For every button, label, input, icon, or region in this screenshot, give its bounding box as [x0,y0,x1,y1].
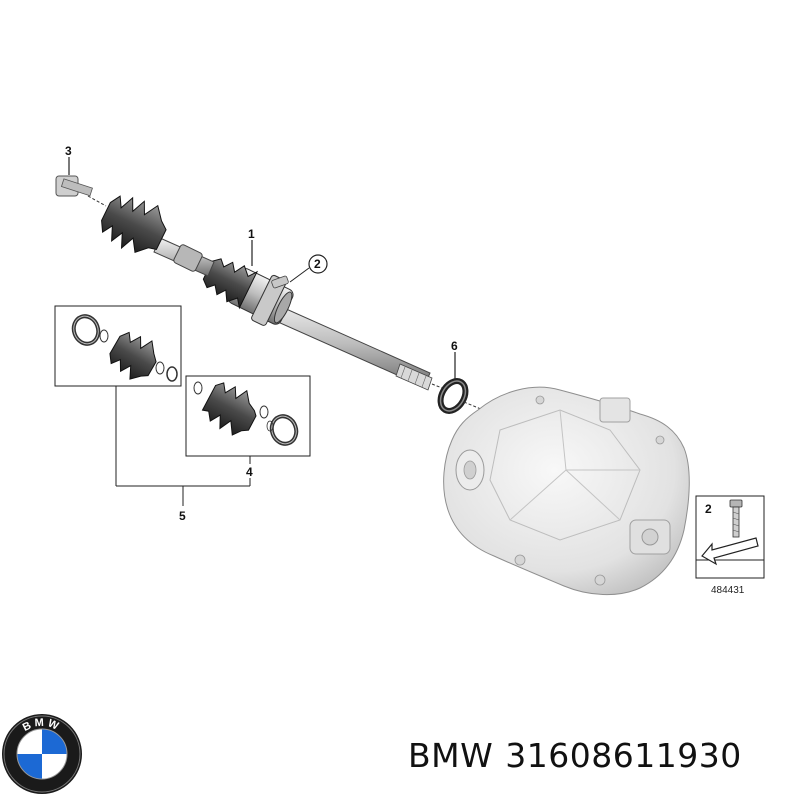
callout-2: 2 [314,257,321,271]
repair-kit-inset-outer [54,305,182,387]
callout-5: 5 [179,509,186,523]
callout-1: 1 [248,227,255,241]
seal-ring-part-6 [437,352,489,414]
repair-kit-inset-inner [185,375,311,457]
svg-text:BMW: BMW [21,717,63,734]
bmw-logo: BMW [2,714,82,794]
brand-name: BMW [408,736,494,775]
part-number: 31608611930 [505,736,742,775]
callout-6: 6 [451,339,458,353]
bolt-part-2-callout [271,254,328,289]
reference-number: 484431 [711,585,745,596]
transmission-housing [443,386,690,596]
inset-callout-2: 2 [705,502,712,516]
bmw-logo-lettering: BMW [21,717,60,734]
callout-4: 4 [246,465,253,479]
arrow-icon [701,537,759,566]
bracket-part-5 [115,386,251,506]
callout-3: 3 [65,144,72,158]
bolt-part-3 [55,157,107,207]
part-caption: BMW 31608611930 [408,736,754,775]
drive-shaft-part-1 [101,195,443,391]
reference-box [695,495,765,579]
